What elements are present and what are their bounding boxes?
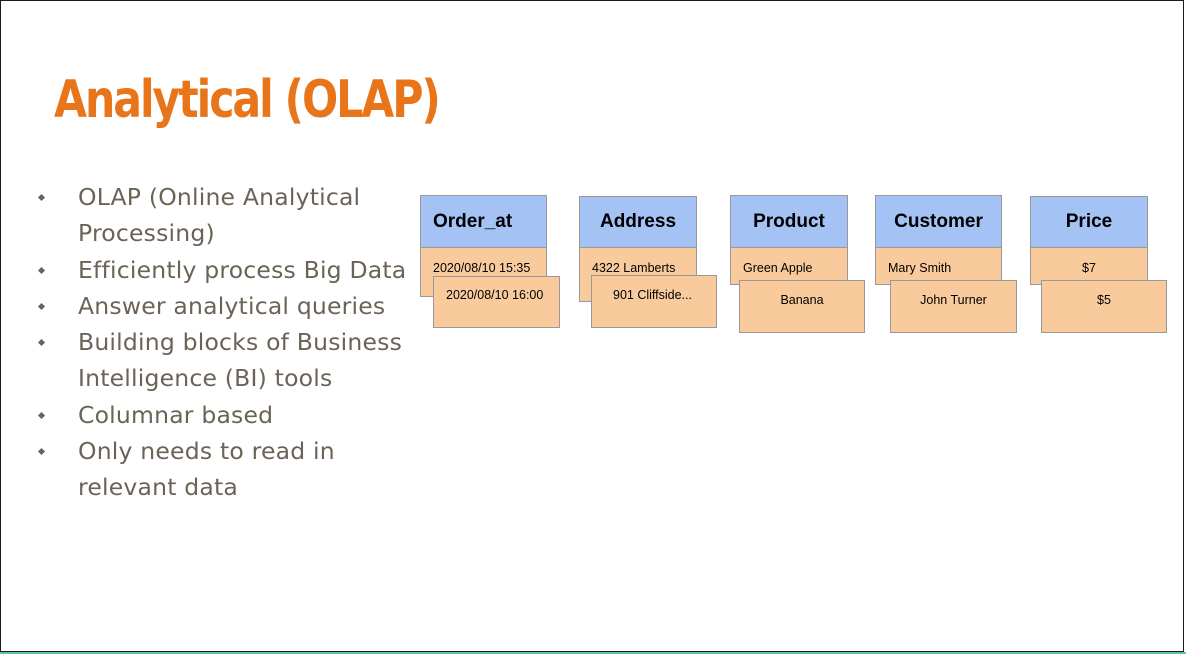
column-cell-customer-2: John Turner xyxy=(890,280,1017,333)
bullet-item: Columnar based xyxy=(36,397,416,433)
bullet-dot-icon xyxy=(37,411,46,419)
column-header-customer: Customer xyxy=(875,195,1002,248)
column-cell-product-2: Banana xyxy=(739,280,865,333)
bullet-item: OLAP (Online Analytical Processing) xyxy=(36,179,416,252)
bullet-dot-icon xyxy=(37,266,46,274)
slide-title: Analytical (OLAP) xyxy=(54,70,441,130)
bullet-item: Answer analytical queries xyxy=(36,288,416,324)
bullet-item: Building blocks of Business Intelligence… xyxy=(36,324,416,397)
bullet-list: OLAP (Online Analytical Processing) Effi… xyxy=(36,179,416,506)
column-header-product: Product xyxy=(730,195,848,248)
column-cell-price-2: $5 xyxy=(1041,280,1167,333)
column-cell-product-1: Green Apple xyxy=(730,247,848,285)
bullet-item: Only needs to read in relevant data xyxy=(36,433,416,506)
bullet-dot-icon xyxy=(37,302,46,310)
bullet-dot-icon xyxy=(37,339,46,347)
bullet-dot-icon xyxy=(37,193,46,202)
column-cell-price-1: $7 xyxy=(1030,247,1148,285)
column-header-address: Address xyxy=(579,196,697,248)
bullet-item: Efficiently process Big Data xyxy=(36,252,416,288)
column-header-order-at: Order_at xyxy=(420,195,547,248)
column-cell-order-at-2: 2020/08/10 16:00 xyxy=(433,276,560,328)
bottom-accent-bar xyxy=(0,652,1186,654)
column-cell-address-2: 901 Cliffside... xyxy=(591,275,717,328)
column-header-price: Price xyxy=(1030,196,1148,248)
bullet-dot-icon xyxy=(37,448,46,456)
